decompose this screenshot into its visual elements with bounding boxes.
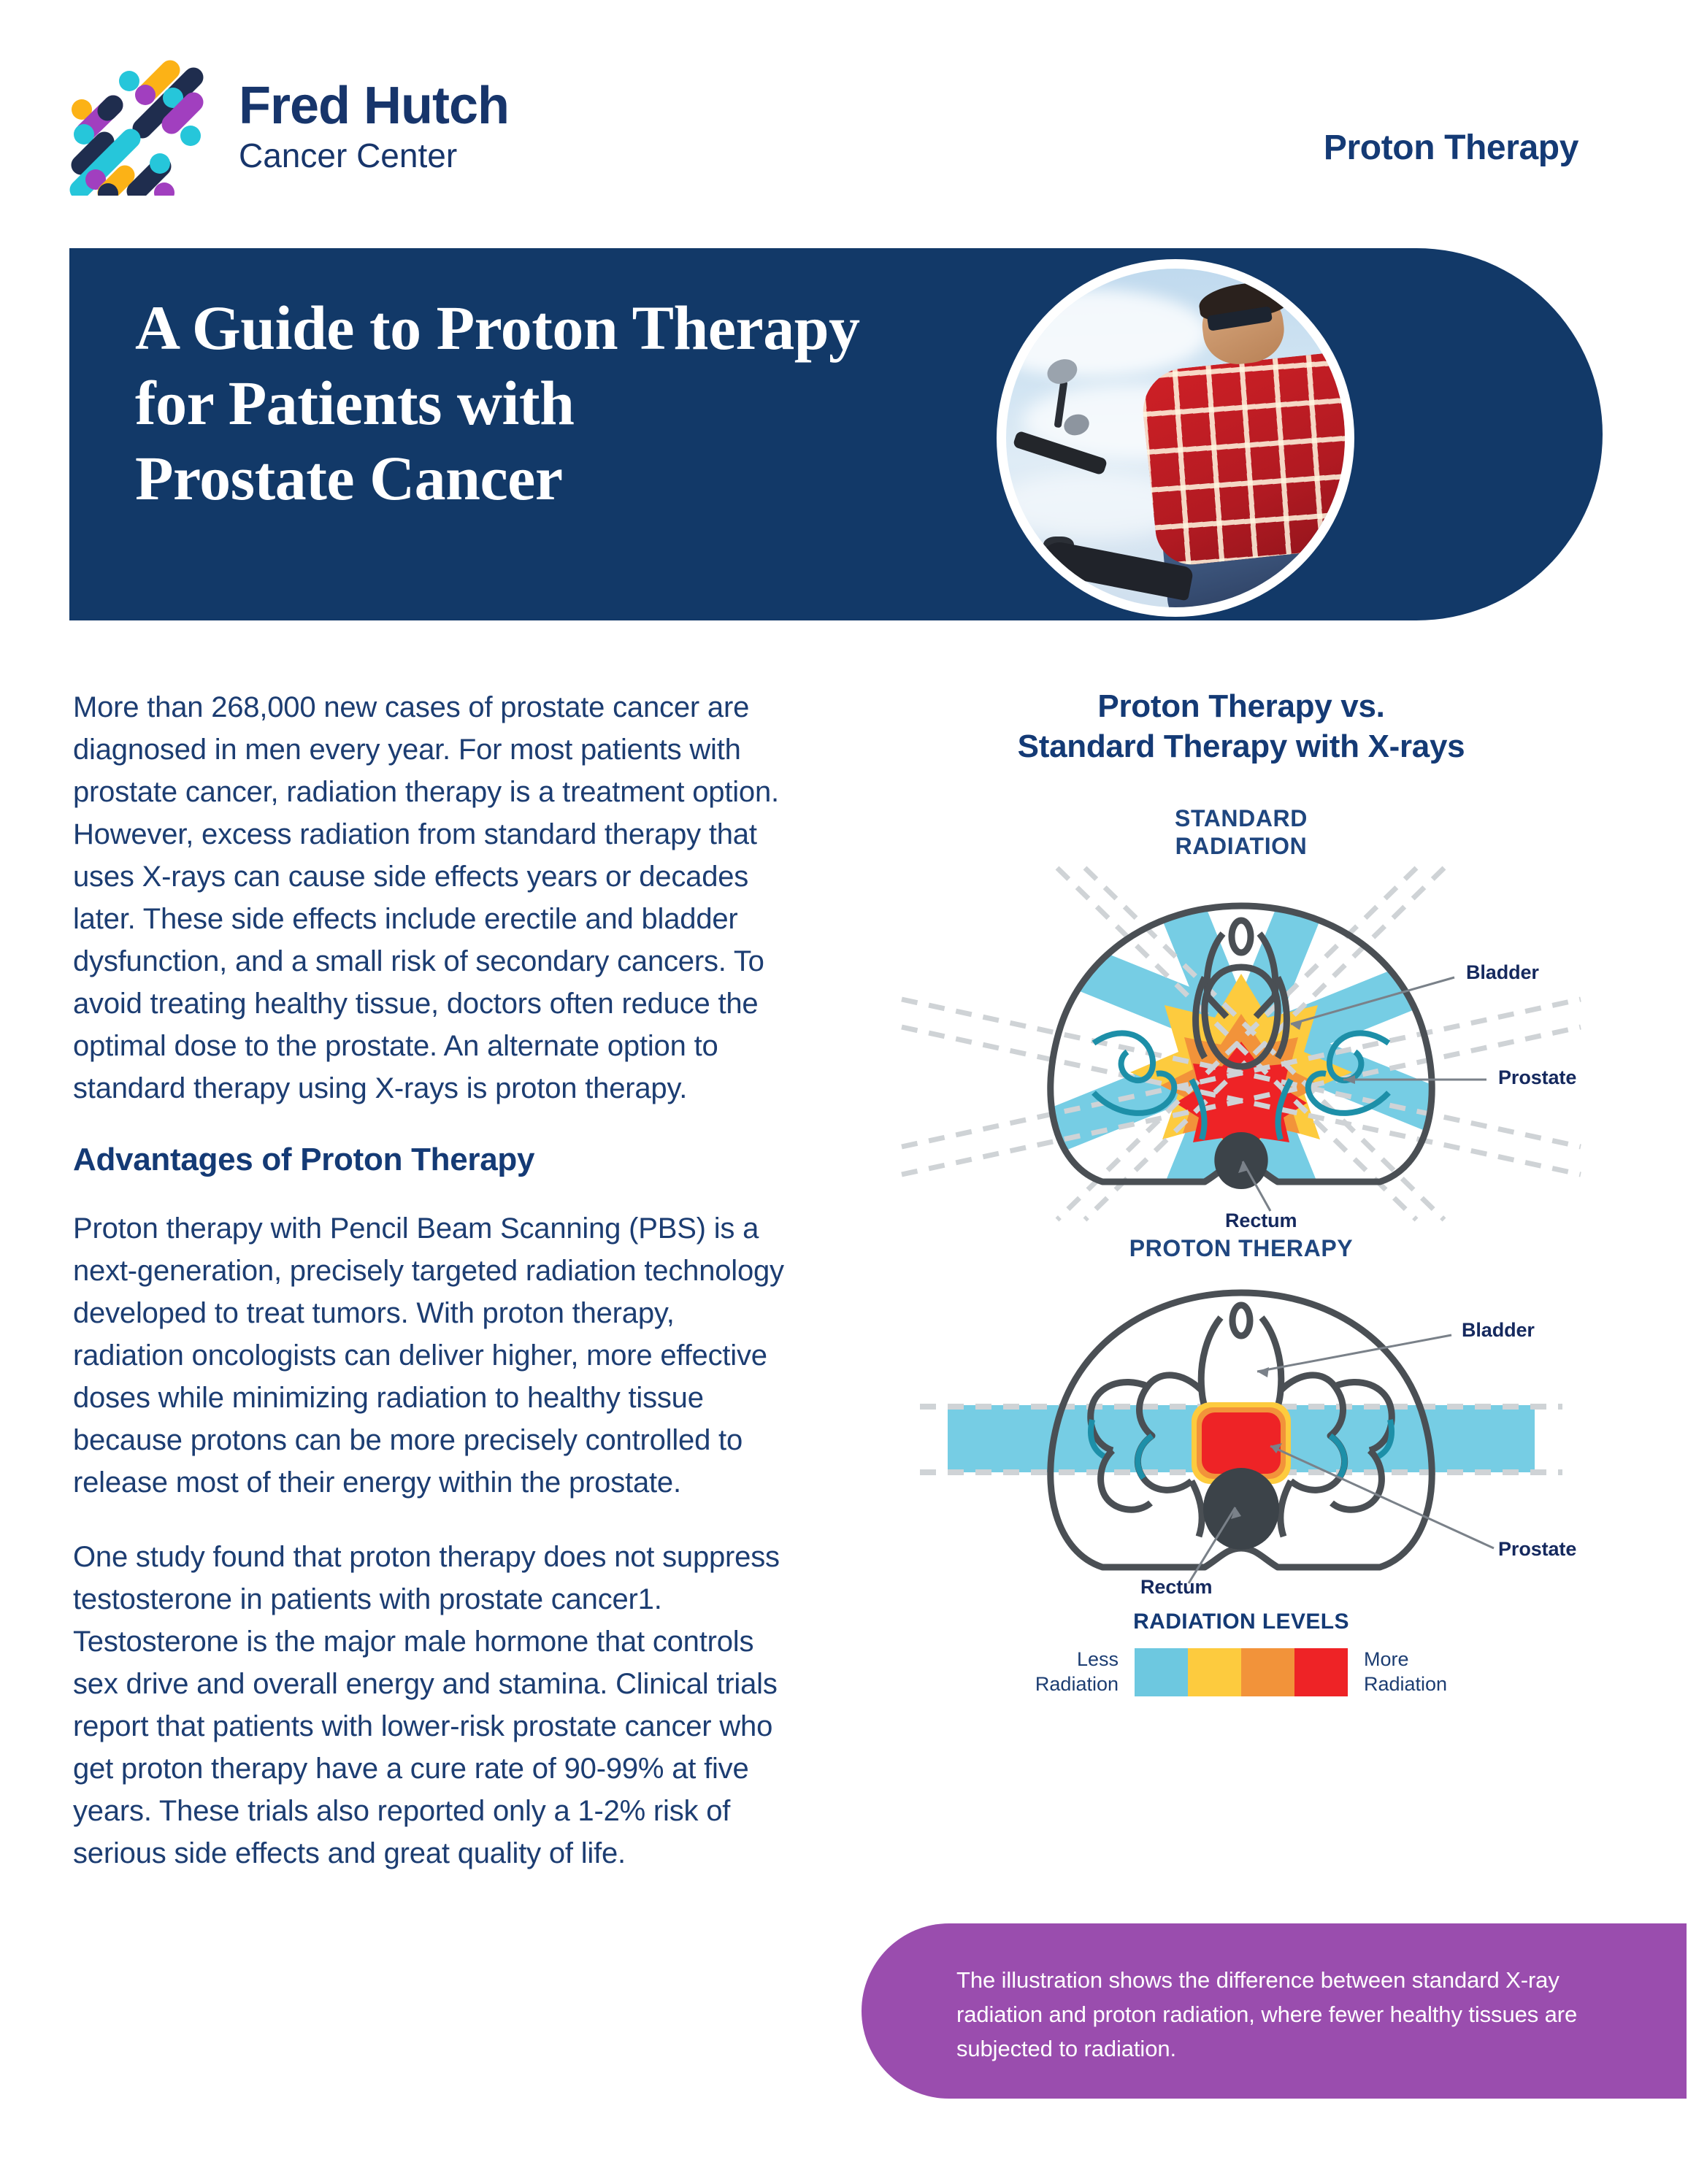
proton-therapy-diagram: Bladder Prostate Rectum <box>862 1262 1621 1605</box>
label-bladder-proton: Bladder <box>1462 1319 1535 1342</box>
article-paragraph-1: More than 268,000 new cases of prostate … <box>73 691 779 1104</box>
label-rectum-standard: Rectum <box>1225 1209 1297 1231</box>
label-bladder-standard: Bladder <box>1466 961 1539 983</box>
rectum-shape <box>1214 1131 1268 1189</box>
label-prostate-standard: Prostate <box>1498 1066 1577 1088</box>
top-bar: Fred Hutch Cancer Center Proton Therapy <box>0 0 1688 241</box>
article-paragraph-2: Proton therapy with Pencil Beam Scanning… <box>73 1212 784 1499</box>
logo-wordmark: Fred Hutch Cancer Center <box>239 76 510 175</box>
panel-label-standard-line-2: RADIATION <box>1175 833 1308 860</box>
beam-guide-lines <box>901 866 1581 1222</box>
legend-caption-more: More Radiation <box>1364 1647 1488 1697</box>
panel-label-standard: STANDARD RADIATION <box>862 804 1621 861</box>
hero-title-line-3: Prostate Cancer <box>135 443 563 514</box>
article-column: More than 268,000 new cases of prostate … <box>73 686 789 1907</box>
label-rectum-proton: Rectum <box>1140 1576 1213 1599</box>
bone-in-beam <box>1088 1419 1394 1480</box>
legend-swatch-more <box>1294 1647 1348 1696</box>
pelvic-bone-detail <box>1092 1030 1391 1140</box>
standard-radiation-diagram: Bladder Prostate Rectum <box>862 861 1621 1231</box>
leader-arrowheads <box>1238 1019 1355 1173</box>
legend-swatch-less <box>1135 1647 1188 1696</box>
fred-hutch-logo[interactable]: Fred Hutch Cancer Center <box>69 57 510 196</box>
legend-more-line-1: More <box>1364 1648 1409 1671</box>
figure-title-line-2: Standard Therapy with X-rays <box>1017 728 1465 764</box>
leader-arrowheads-proton <box>1231 1367 1282 1520</box>
section-label: Proton Therapy <box>1323 128 1579 167</box>
caption-callout: The illustration shows the difference be… <box>862 1923 1687 2099</box>
hero-title-line-1: A Guide to Proton Therapy <box>135 293 860 363</box>
rectum-shape-proton <box>1203 1468 1279 1550</box>
label-prostate-proton: Prostate <box>1498 1538 1577 1561</box>
figure-title: Proton Therapy vs. Standard Therapy with… <box>862 686 1621 766</box>
figure-title-line-1: Proton Therapy vs. <box>1097 688 1385 724</box>
panel-label-proton: PROTON THERAPY <box>1129 1234 1354 1261</box>
figure-column: Proton Therapy vs. Standard Therapy with… <box>862 686 1621 1697</box>
caption-text: The illustration shows the difference be… <box>956 1967 1578 2062</box>
legend-less-line-1: Less <box>1076 1648 1119 1671</box>
legend-caption-less: Less Radiation <box>994 1647 1119 1697</box>
hero-title: A Guide to Proton Therapy for Patients w… <box>135 291 1048 517</box>
panel-label-standard-line-1: STANDARD <box>1175 805 1308 831</box>
legend-swatch-mid <box>1241 1647 1294 1696</box>
patient-photo <box>1006 269 1345 607</box>
legend-title: RADIATION LEVELS <box>1133 1610 1349 1634</box>
hero-title-line-2: for Patients with <box>135 368 575 439</box>
leader-lines-proton <box>1187 1334 1495 1584</box>
legend-swatch-low <box>1188 1647 1241 1696</box>
logo-subtitle: Cancer Center <box>239 136 458 175</box>
hero-banner: A Guide to Proton Therapy for Patients w… <box>69 248 1603 620</box>
logo-title: Fred Hutch <box>239 76 510 135</box>
legend-more-line-2: Radiation <box>1364 1672 1448 1695</box>
radiation-levels-legend: RADIATION LEVELS Less Radiation More Rad… <box>862 1610 1621 1697</box>
article-heading-advantages: Advantages of Proton Therapy <box>73 1142 535 1177</box>
prostate-target <box>1192 1402 1291 1485</box>
legend-swatches <box>1135 1647 1348 1696</box>
legend-less-line-2: Radiation <box>1035 1672 1119 1695</box>
fred-hutch-logo-mark <box>69 60 204 196</box>
article-paragraph-3: One study found that proton therapy does… <box>73 1541 780 1869</box>
